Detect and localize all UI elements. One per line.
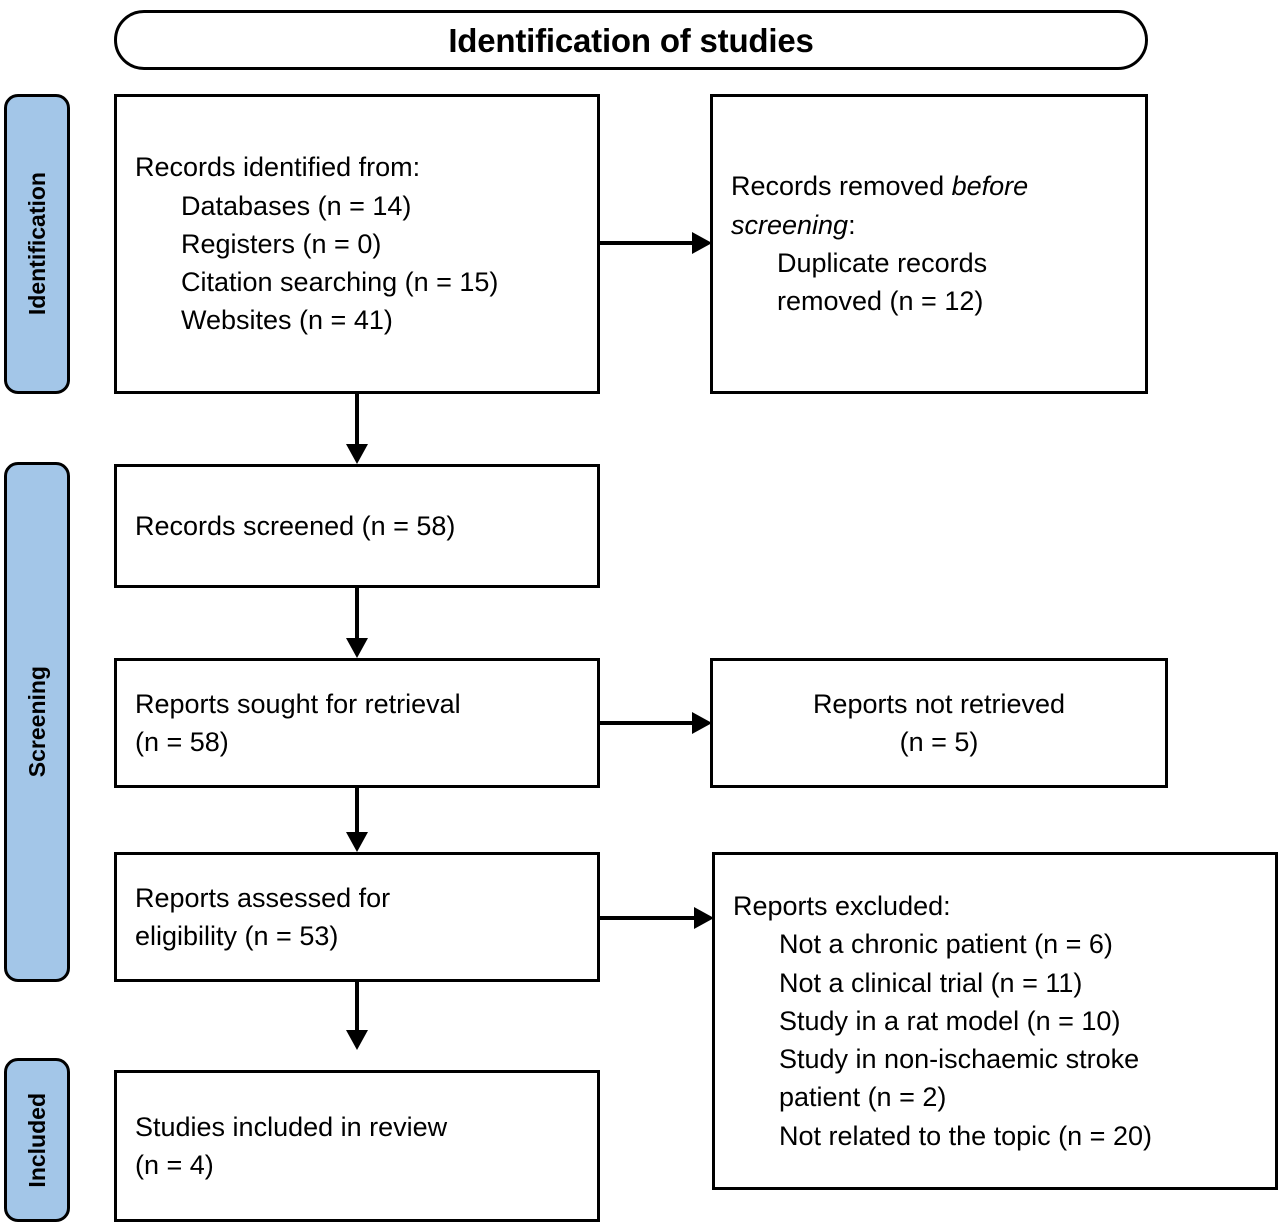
connector-screened-to-sought-arrowhead — [346, 638, 368, 658]
box-reports-excluded: Reports excluded: Not a chronic patient … — [712, 852, 1278, 1190]
box-reports-excluded-body: Reports excluded: Not a chronic patient … — [715, 887, 1275, 1155]
connector-assessed-to-excluded-arrowhead — [694, 907, 714, 929]
records-identified-registers: Registers (n = 0) — [181, 228, 382, 259]
box-reports-assessed: Reports assessed for eligibility (n = 53… — [114, 852, 600, 982]
reports-sought-line1: Reports sought for retrieval — [135, 688, 461, 719]
reports-not-retrieved-line1: Reports not retrieved — [812, 688, 1066, 719]
box-records-removed-body: Records removed before screening: Duplic… — [713, 167, 1145, 320]
connector-sought-to-not-retrieved-arrowhead — [692, 712, 712, 734]
box-reports-not-retrieved: Reports not retrieved (n = 5) — [710, 658, 1168, 788]
box-records-screened: Records screened (n = 58) — [114, 464, 600, 588]
connector-assessed-to-included-arrowhead — [346, 1030, 368, 1050]
connector-screened-to-sought-line — [355, 588, 359, 640]
box-reports-not-retrieved-body: Reports not retrieved (n = 5) — [713, 685, 1165, 762]
box-records-screened-body: Records screened (n = 58) — [117, 507, 597, 545]
box-records-identified: Records identified from: Databases (n = … — [114, 94, 600, 394]
box-records-identified-body: Records identified from: Databases (n = … — [117, 148, 597, 340]
reports-excluded-non-ischaemic-line2: patient (n = 2) — [779, 1082, 947, 1113]
stage-label-identification: Identification — [4, 94, 70, 394]
connector-sought-to-not-retrieved-line — [600, 721, 692, 725]
reports-excluded-not-chronic: Not a chronic patient (n = 6) — [779, 929, 1113, 960]
records-removed-heading-italic: before screening — [731, 171, 1029, 240]
records-identified-citation-searching: Citation searching (n = 15) — [181, 267, 499, 298]
records-removed-heading-plain: Records removed — [731, 171, 952, 202]
reports-not-retrieved-line2: (n = 5) — [899, 727, 979, 757]
records-identified-databases: Databases (n = 14) — [181, 190, 412, 221]
reports-excluded-non-ischaemic-line1: Study in non-ischaemic stroke — [779, 1044, 1140, 1075]
diagram-title-banner: Identification of studies — [114, 10, 1148, 70]
connector-assessed-to-included-line — [355, 982, 359, 1032]
studies-included-line1: Studies included in review — [135, 1111, 448, 1142]
stage-label-identification-text: Identification — [23, 172, 50, 316]
diagram-title: Identification of studies — [448, 21, 814, 59]
box-reports-sought: Reports sought for retrieval (n = 58) — [114, 658, 600, 788]
records-screened-line1: Records screened (n = 58) — [135, 510, 456, 541]
records-identified-heading: Records identified from: — [135, 152, 421, 183]
records-removed-duplicate-line2: removed (n = 12) — [777, 286, 984, 317]
records-identified-websites: Websites (n = 41) — [181, 305, 393, 336]
reports-excluded-rat-model: Study in a rat model (n = 10) — [779, 1005, 1121, 1036]
connector-identified-to-removed-line — [600, 241, 692, 245]
connector-sought-to-assessed-arrowhead — [346, 832, 368, 852]
reports-sought-line2: (n = 58) — [135, 727, 229, 757]
stage-label-screening: Screening — [4, 462, 70, 982]
reports-excluded-not-related: Not related to the topic (n = 20) — [779, 1120, 1152, 1151]
records-removed-heading: Records removed before screening: — [731, 167, 1127, 244]
connector-identified-to-removed-arrowhead — [692, 232, 712, 254]
stage-label-included-text: Included — [23, 1092, 50, 1188]
stage-label-screening-text: Screening — [23, 666, 50, 778]
reports-excluded-heading: Reports excluded: — [733, 890, 951, 921]
reports-assessed-line1: Reports assessed for — [135, 882, 391, 913]
connector-identified-to-screened-arrowhead — [346, 444, 368, 464]
box-studies-included-body: Studies included in review (n = 4) — [117, 1108, 597, 1185]
records-removed-heading-colon: : — [848, 209, 856, 240]
reports-assessed-line2: eligibility (n = 53) — [135, 921, 339, 951]
records-removed-duplicate-line1: Duplicate records — [777, 248, 988, 278]
connector-assessed-to-excluded-line — [600, 916, 694, 920]
connector-identified-to-screened-line — [355, 394, 359, 446]
box-records-removed: Records removed before screening: Duplic… — [710, 94, 1148, 394]
stage-label-included: Included — [4, 1058, 70, 1222]
box-studies-included: Studies included in review (n = 4) — [114, 1070, 600, 1222]
connector-sought-to-assessed-line — [355, 788, 359, 834]
box-reports-sought-body: Reports sought for retrieval (n = 58) — [117, 685, 597, 762]
box-reports-assessed-body: Reports assessed for eligibility (n = 53… — [117, 879, 597, 956]
reports-excluded-not-clinical-trial: Not a clinical trial (n = 11) — [779, 967, 1083, 998]
studies-included-line2: (n = 4) — [135, 1150, 214, 1180]
